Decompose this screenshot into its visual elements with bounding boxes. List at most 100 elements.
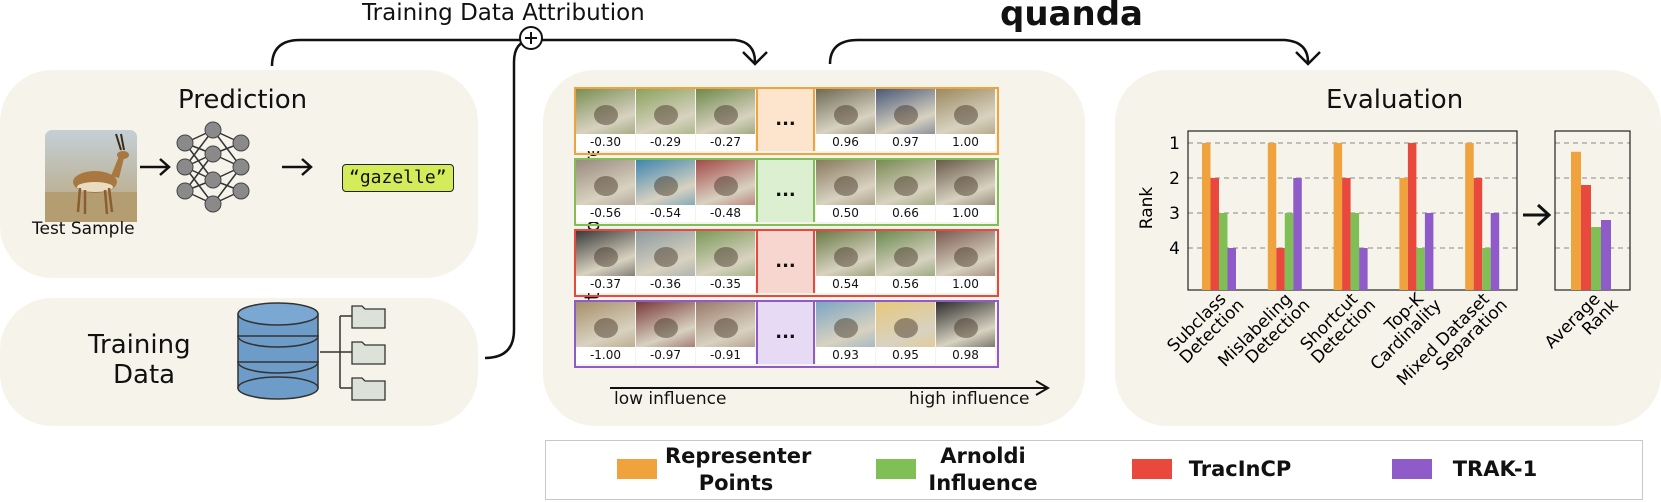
plus-junction-icon — [519, 26, 543, 50]
sample-image-subject — [834, 176, 858, 196]
influence-axis — [610, 380, 1050, 396]
bar — [1399, 178, 1408, 290]
gazelle-image — [45, 130, 137, 222]
attribution-sample-image: -0.54 — [636, 160, 695, 222]
attribution-sample-image: 0.95 — [876, 302, 935, 364]
average-bar — [1601, 220, 1611, 290]
sample-image-subject — [954, 176, 978, 196]
attribution-score: 0.66 — [876, 205, 935, 222]
sample-image-subject — [894, 247, 918, 267]
attribution-score: 1.00 — [936, 276, 995, 293]
attribution-sample-image: 0.54 — [816, 231, 875, 293]
attribution-score: -0.91 — [696, 347, 755, 364]
attribution-sample-image: -0.56 — [576, 160, 635, 222]
attribution-score: -0.29 — [636, 134, 695, 151]
sample-image-subject — [714, 247, 738, 267]
attribution-sample-image: 0.93 — [816, 302, 875, 364]
attribution-sample-image: -0.97 — [636, 302, 695, 364]
y-tick-label: 3 — [1169, 204, 1180, 224]
attribution-score: -0.48 — [696, 205, 755, 222]
attribution-score: -0.56 — [576, 205, 635, 222]
attribution-score: -0.97 — [636, 347, 695, 364]
attribution-sample-image: -0.37 — [576, 231, 635, 293]
attribution-ellipsis-cell: ... — [756, 160, 815, 222]
quanda-arc-arrow — [828, 38, 1310, 65]
brand-title: quanda — [1000, 0, 1143, 34]
attribution-row — [574, 229, 999, 297]
sample-image-subject — [834, 247, 858, 267]
sample-image-subject — [954, 318, 978, 338]
bar — [1490, 213, 1500, 290]
quanda-arc-arrowhead — [1295, 51, 1321, 66]
attribution-sample-image: 1.00 — [936, 231, 995, 293]
attribution-sample-image: 0.96 — [816, 89, 875, 151]
attribution-row — [574, 300, 999, 368]
tda-arc-arrow — [270, 38, 757, 67]
attribution-sample-image: -0.48 — [696, 160, 755, 222]
bar — [1210, 178, 1219, 290]
attribution-score: -0.30 — [576, 134, 635, 151]
attribution-sample-image: -0.30 — [576, 89, 635, 151]
database-icon — [237, 302, 319, 400]
sample-image-subject — [894, 105, 918, 125]
sample-image-subject — [654, 247, 678, 267]
attribution-score: -0.54 — [636, 205, 695, 222]
sample-image-subject — [594, 318, 618, 338]
bar — [1424, 213, 1434, 290]
attribution-score: 0.97 — [876, 134, 935, 151]
attribution-sample-image: -0.29 — [636, 89, 695, 151]
attribution-row — [574, 87, 999, 155]
prediction-title: Prediction — [178, 85, 308, 115]
bar — [1465, 143, 1474, 290]
attribution-sample-image: -1.00 — [576, 302, 635, 364]
folder-icon — [351, 305, 386, 401]
attribution-ellipsis-cell: ... — [756, 302, 815, 364]
prediction-flow-icons — [140, 121, 313, 213]
bar — [1342, 178, 1351, 290]
bar — [1284, 213, 1294, 290]
attribution-score: -0.36 — [636, 276, 695, 293]
bar — [1276, 248, 1285, 290]
tda-arc-arrowhead — [742, 51, 768, 66]
sample-image-subject — [654, 105, 678, 125]
attribution-score: 0.98 — [936, 347, 995, 364]
bar — [1416, 248, 1425, 290]
prediction-output-badge: “gazelle” — [342, 164, 454, 192]
bar — [1267, 143, 1277, 290]
attribution-score: -0.37 — [576, 276, 635, 293]
evaluation-title: Evaluation — [1326, 85, 1464, 115]
bar — [1473, 178, 1483, 290]
average-bar — [1571, 151, 1581, 290]
sample-image-subject — [654, 176, 678, 196]
sample-image-subject — [834, 318, 858, 338]
attribution-sample-image: 0.50 — [816, 160, 875, 222]
high-influence-label: high influence — [909, 389, 1030, 409]
bar — [1407, 143, 1417, 290]
tda-title: Training Data Attribution — [362, 0, 645, 26]
attribution-score: -1.00 — [576, 347, 635, 364]
sample-image-subject — [954, 105, 978, 125]
bar — [1293, 178, 1302, 290]
attribution-sample-image: 1.00 — [936, 89, 995, 151]
training-title-line1: Training — [88, 330, 191, 360]
attribution-sample-image: 0.98 — [936, 302, 995, 364]
sample-image-subject — [894, 176, 918, 196]
sample-image-subject — [894, 318, 918, 338]
training-title-line2: Data — [113, 360, 176, 390]
low-influence-label: low influence — [614, 389, 727, 409]
bar — [1202, 143, 1211, 290]
legend-swatch-representer — [617, 459, 657, 479]
y-tick-label: 4 — [1169, 239, 1180, 259]
legend-label-tracincp: TracInCP — [1188, 457, 1292, 481]
attribution-sample-image: 0.66 — [876, 160, 935, 222]
attribution-sample-image: -0.35 — [696, 231, 755, 293]
legend-label-trak: TRAK-1 — [1452, 457, 1538, 481]
sample-image-subject — [594, 105, 618, 125]
arrow-right-icon — [1536, 203, 1552, 227]
attribution-row — [574, 158, 999, 226]
bar — [1350, 213, 1360, 290]
